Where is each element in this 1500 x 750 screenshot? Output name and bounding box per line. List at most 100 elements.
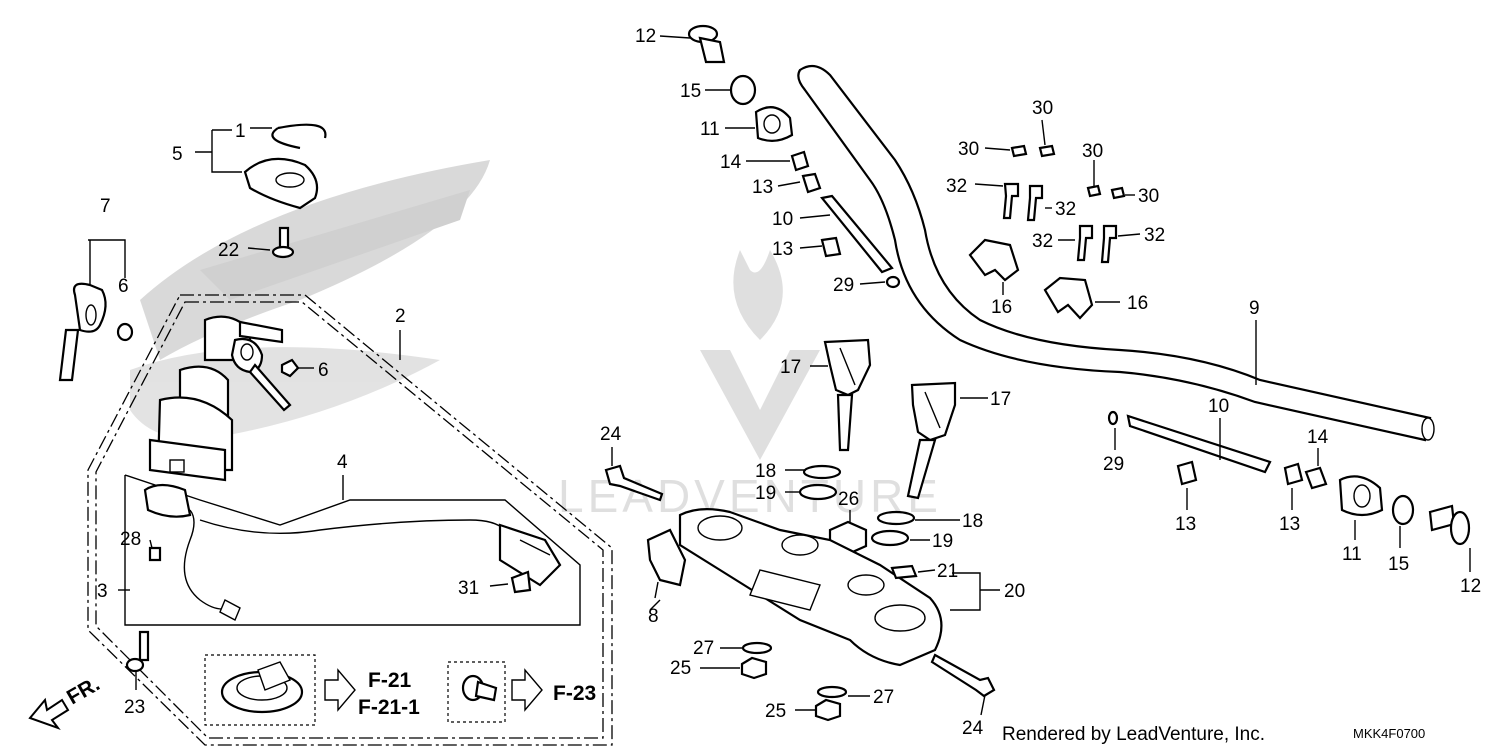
ring-15-right-part xyxy=(1391,494,1415,526)
callout-15a: 15 xyxy=(680,81,701,102)
ref-f21: F-21 xyxy=(368,669,412,692)
callout-12b: 12 xyxy=(1460,576,1481,597)
callout-30a: 30 xyxy=(1032,98,1053,119)
snap-ring-part xyxy=(271,123,327,150)
callout-8: 8 xyxy=(648,606,659,627)
callout-14a: 14 xyxy=(720,152,742,173)
callout-24b: 24 xyxy=(962,718,984,739)
callout-6b: 6 xyxy=(318,360,329,381)
top-bridge-20-part xyxy=(678,508,943,667)
callout-13a: 13 xyxy=(752,177,773,198)
ignition-group-outlines xyxy=(87,294,613,746)
front-direction-arrow: FR. xyxy=(28,672,104,731)
callout-32c: 32 xyxy=(1032,231,1053,252)
bolt-32-parts xyxy=(1002,182,1118,264)
callout-29b: 29 xyxy=(1103,454,1124,475)
clip-14-right-part xyxy=(1304,466,1328,490)
callout-29a: 29 xyxy=(833,275,854,296)
front-arrow-label: FR. xyxy=(63,672,104,709)
callout-17a: 17 xyxy=(780,357,801,378)
callout-15b: 15 xyxy=(1388,554,1409,575)
callout-26: 26 xyxy=(838,489,859,510)
screw-23-part xyxy=(125,630,150,673)
callout-30d: 30 xyxy=(1138,186,1159,207)
riser-17-parts xyxy=(823,338,957,500)
clamp-16-parts xyxy=(968,238,1094,320)
washer-6-part xyxy=(116,322,134,342)
callout-11a: 11 xyxy=(700,119,720,140)
callout-2: 2 xyxy=(395,306,406,327)
collar-13-far-part xyxy=(1283,462,1304,486)
clip-31-part xyxy=(510,570,532,594)
callout-25b: 25 xyxy=(765,701,786,722)
collar-13-right-part xyxy=(1176,460,1198,486)
leader-lines xyxy=(118,35,1471,716)
callout-27b: 27 xyxy=(873,687,894,708)
wire-harness-part xyxy=(143,483,562,621)
callout-16b: 16 xyxy=(1127,293,1148,314)
nut-6-part xyxy=(280,358,300,378)
callout-16a: 16 xyxy=(991,297,1012,318)
callout-30c: 30 xyxy=(1082,141,1103,162)
callout-6a: 6 xyxy=(118,276,129,297)
callout-10b: 10 xyxy=(1208,396,1229,417)
callout-27a: 27 xyxy=(693,638,714,659)
callout-10a: 10 xyxy=(772,209,793,230)
callout-32b: 32 xyxy=(1055,199,1076,220)
collar-13-mid-part xyxy=(820,236,842,258)
callout-1: 1 xyxy=(235,121,246,142)
washer-nut-25-27-parts xyxy=(740,641,848,722)
callout-13d: 13 xyxy=(1279,514,1300,535)
callout-9: 9 xyxy=(1249,298,1260,319)
rod-10-top-part xyxy=(819,194,894,274)
callout-5: 5 xyxy=(172,144,183,165)
clip-21-part xyxy=(890,564,918,580)
ref-arrow-f23 xyxy=(511,668,543,712)
bar-end-12-right-part xyxy=(1428,504,1471,546)
ring-29-top-part xyxy=(885,275,901,289)
ref-arrow-f21 xyxy=(324,668,356,712)
bolt-28-part xyxy=(148,546,162,562)
weight-11-top-part xyxy=(754,106,794,142)
fuel-cap-part xyxy=(220,661,304,714)
callout-18a: 18 xyxy=(755,461,776,482)
ref-f21-1: F-21-1 xyxy=(358,696,420,719)
ring-15-top-part xyxy=(729,74,757,106)
callout-13b: 13 xyxy=(772,239,793,260)
callout-25a: 25 xyxy=(670,658,691,679)
handlebar-9-part xyxy=(797,64,1435,442)
footer-credit: Rendered by LeadVenture, Inc. xyxy=(1002,724,1265,745)
callout-21: 21 xyxy=(937,561,958,582)
callout-4: 4 xyxy=(337,452,348,473)
screw-22-part xyxy=(271,226,295,259)
diagram-code: MKK4F0700 xyxy=(1353,726,1425,741)
ignition-switch-part xyxy=(148,315,292,482)
callout-3: 3 xyxy=(97,581,108,602)
clip-30-parts xyxy=(1010,144,1126,200)
weight-11-right-part xyxy=(1338,475,1384,517)
callout-19b: 19 xyxy=(932,531,953,552)
callout-7: 7 xyxy=(100,196,111,217)
callout-18b: 18 xyxy=(962,511,983,532)
callout-28: 28 xyxy=(120,529,141,550)
page-references: F-21 F-21-1 F-23 xyxy=(358,669,596,719)
bar-end-12-top-part xyxy=(687,24,726,64)
lock-cylinder-part xyxy=(461,674,498,702)
callout-20: 20 xyxy=(1004,581,1025,602)
key-7-part xyxy=(58,282,107,382)
callout-labels: 1 5 22 7 6 6 2 4 28 3 31 23 12 15 11 14 … xyxy=(97,26,1481,739)
callout-17b: 17 xyxy=(990,389,1011,410)
collar-13-top-part xyxy=(801,172,822,194)
callout-32a: 32 xyxy=(946,176,967,197)
bracket-8-part xyxy=(646,528,687,587)
bolt-24-left-part xyxy=(604,464,664,502)
callout-32d: 32 xyxy=(1144,225,1165,246)
callout-19a: 19 xyxy=(755,483,776,504)
ref-f23: F-23 xyxy=(553,682,596,705)
rod-10-right-part xyxy=(1126,414,1272,474)
callout-23: 23 xyxy=(124,697,145,718)
callout-24a: 24 xyxy=(600,424,622,445)
callout-14b: 14 xyxy=(1307,427,1329,448)
bolt-24-right-part xyxy=(930,653,996,698)
